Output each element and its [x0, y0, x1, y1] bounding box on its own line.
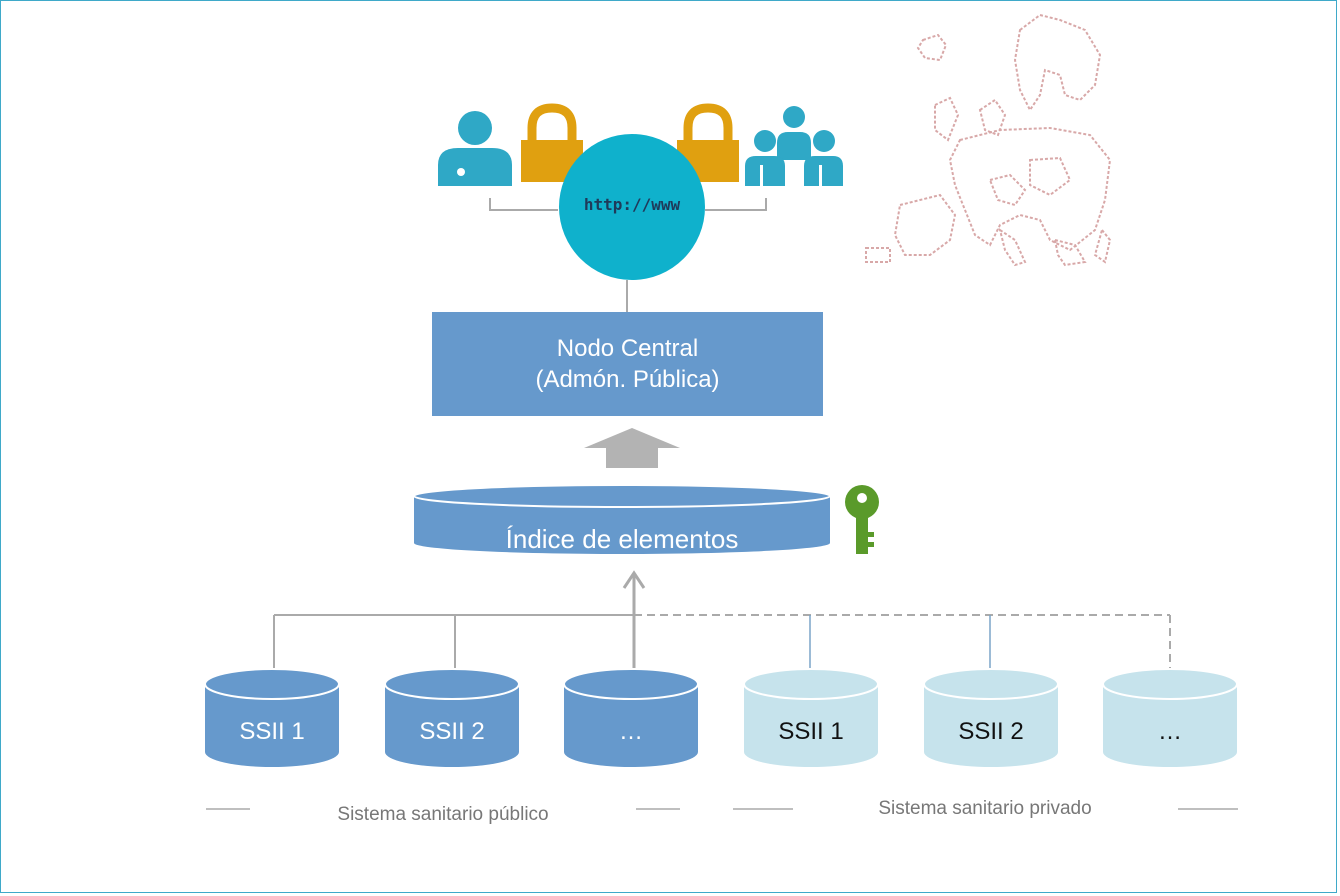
www-globe [559, 134, 705, 280]
private-bus-stubs [809, 615, 991, 668]
private-system-label: … [1158, 718, 1182, 745]
doctor-icon [438, 111, 512, 186]
central-node-title: Nodo Central [556, 335, 699, 362]
central-node: Nodo Central (Admón. Pública) [432, 312, 823, 416]
private-cylinder [923, 668, 1059, 767]
public-system-label: … [619, 718, 643, 745]
private-cylinder [743, 668, 879, 767]
index-label: Índice de elementos [505, 524, 739, 554]
europe-map-icon [865, 13, 1112, 267]
users-group-icon [745, 106, 843, 186]
public-system-label: SSII 1 [239, 718, 305, 745]
connector-line [489, 198, 558, 211]
public-cylinder [384, 668, 520, 767]
public-bus-lines [273, 614, 634, 668]
private-group-label: Sistema sanitario privado [878, 798, 1092, 819]
public-system-label: SSII 2 [419, 718, 485, 745]
www-label: http://www [583, 195, 681, 214]
up-arrow-icon [584, 428, 680, 468]
index-cylinder [413, 484, 831, 554]
public-group-label: Sistema sanitario público [337, 804, 549, 825]
connector-line [705, 198, 767, 211]
private-bus-lines [634, 614, 1171, 668]
public-cylinder [563, 668, 699, 767]
public-cylinder [204, 668, 340, 767]
private-cylinder [1102, 668, 1238, 767]
merge-arrow [622, 570, 646, 668]
private-system-label: SSII 2 [958, 718, 1024, 745]
private-system-label: SSII 1 [778, 718, 844, 745]
central-node-subtitle: (Admón. Pública) [535, 366, 720, 393]
key-icon [845, 485, 879, 554]
